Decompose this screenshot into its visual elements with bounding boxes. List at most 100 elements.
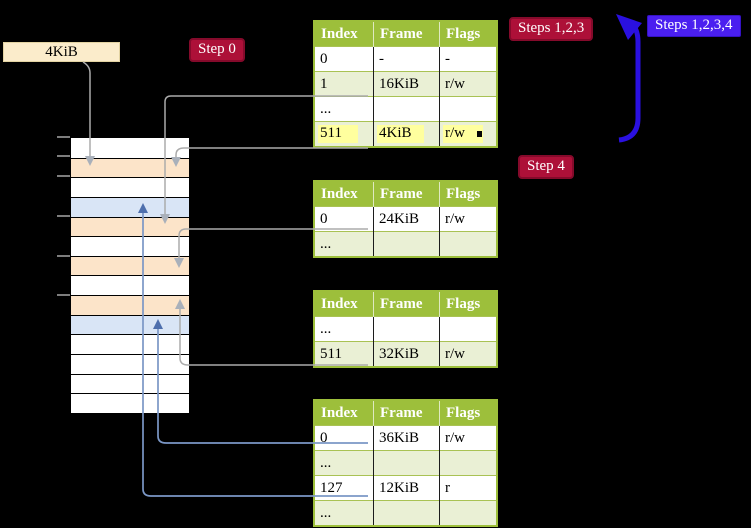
table-cell: 0 <box>314 206 374 232</box>
memory-row-white <box>71 177 189 197</box>
memory-row-peach <box>71 157 189 178</box>
table-cell: 16KiB <box>373 71 440 97</box>
table-cell: 36KiB <box>373 425 440 451</box>
column-header-flags: Flags <box>439 400 497 426</box>
table-cell: 12KiB <box>373 475 440 501</box>
table-cell: - <box>373 46 440 72</box>
tick-mark <box>57 175 70 177</box>
table-row: ... <box>314 500 497 526</box>
table-row: ... <box>314 231 497 257</box>
column-header-frame: Frame <box>373 400 440 426</box>
table-cell <box>373 500 440 526</box>
memory-row-white <box>71 354 189 374</box>
table-cell: 4KiB <box>373 121 440 147</box>
column-header-index: Index <box>314 291 374 317</box>
memory-row-white <box>71 393 189 413</box>
highlighted-value: 511 <box>318 125 358 143</box>
frame-size-label: 4KiB <box>3 42 120 62</box>
highlighted-value: r/w <box>443 125 483 143</box>
badge-step4: Step 4 <box>518 155 574 179</box>
table-row: ... <box>314 316 497 342</box>
memory-row-white <box>71 236 189 256</box>
badge-step0: Step 0 <box>189 38 245 62</box>
column-header-flags: Flags <box>439 21 497 47</box>
table-row: ... <box>314 96 497 122</box>
memory-row-white <box>71 373 189 394</box>
table-cell: 0 <box>314 46 374 72</box>
table-cell <box>373 316 440 342</box>
table-cell <box>439 500 497 526</box>
column-header-flags: Flags <box>439 181 497 207</box>
table-cell: 511 <box>314 121 374 147</box>
column-header-flags: Flags <box>439 291 497 317</box>
loop-back-arrow <box>616 14 642 143</box>
table-cell: r <box>439 475 497 501</box>
table-cell <box>439 231 497 257</box>
table-cell: r/w <box>439 121 497 147</box>
table-cell <box>439 450 497 476</box>
column-header-frame: Frame <box>373 291 440 317</box>
table-cell: ... <box>314 231 374 257</box>
table-cell <box>439 316 497 342</box>
memory-row-white <box>71 275 189 296</box>
badge-steps-1234: Steps 1,2,3,4 <box>647 15 741 37</box>
arrow-pt1-entry511-to-frame-4kib <box>171 147 368 167</box>
table-cell: 1 <box>314 71 374 97</box>
tick-mark <box>57 215 70 217</box>
tick-mark <box>57 294 70 296</box>
memory-row-peach <box>71 295 189 315</box>
tick-mark <box>57 136 70 138</box>
table-cell: r/w <box>439 71 497 97</box>
table-row: 0-- <box>314 46 497 72</box>
memory-row-white <box>71 334 189 355</box>
memory-row-peach <box>71 255 189 276</box>
memory-row-white <box>71 138 189 158</box>
memory-strip <box>70 137 190 414</box>
column-header-index: Index <box>314 181 374 207</box>
table-cell: ... <box>314 450 374 476</box>
table-cell: 32KiB <box>373 341 440 367</box>
table-cell: ... <box>314 96 374 122</box>
table-row: 511 4KiB r/w <box>314 121 497 147</box>
table-cell: 127 <box>314 475 374 501</box>
table-cell: 0 <box>314 425 374 451</box>
memory-row-blue <box>71 314 189 335</box>
highlighted-value: 4KiB <box>377 125 424 143</box>
table-edge-marker <box>477 131 482 137</box>
table-cell: - <box>439 46 497 72</box>
table-cell <box>373 450 440 476</box>
memory-row-blue <box>71 196 189 217</box>
badge-steps-123: Steps 1,2,3 <box>509 17 594 41</box>
column-header-index: Index <box>314 400 374 426</box>
table-cell: 511 <box>314 341 374 367</box>
table-cell: r/w <box>439 425 497 451</box>
table-cell: 24KiB <box>373 206 440 232</box>
table-cell: r/w <box>439 341 497 367</box>
table-cell: r/w <box>439 206 497 232</box>
column-header-frame: Frame <box>373 21 440 47</box>
table-cell: ... <box>314 500 374 526</box>
table-cell: ... <box>314 316 374 342</box>
tick-mark <box>57 155 70 157</box>
memory-row-peach <box>71 216 189 237</box>
table-cell <box>373 96 440 122</box>
tick-mark <box>57 255 70 257</box>
table-cell <box>439 96 497 122</box>
column-header-index: Index <box>314 21 374 47</box>
table-cell <box>373 231 440 257</box>
table-row: ... <box>314 450 497 476</box>
column-header-frame: Frame <box>373 181 440 207</box>
